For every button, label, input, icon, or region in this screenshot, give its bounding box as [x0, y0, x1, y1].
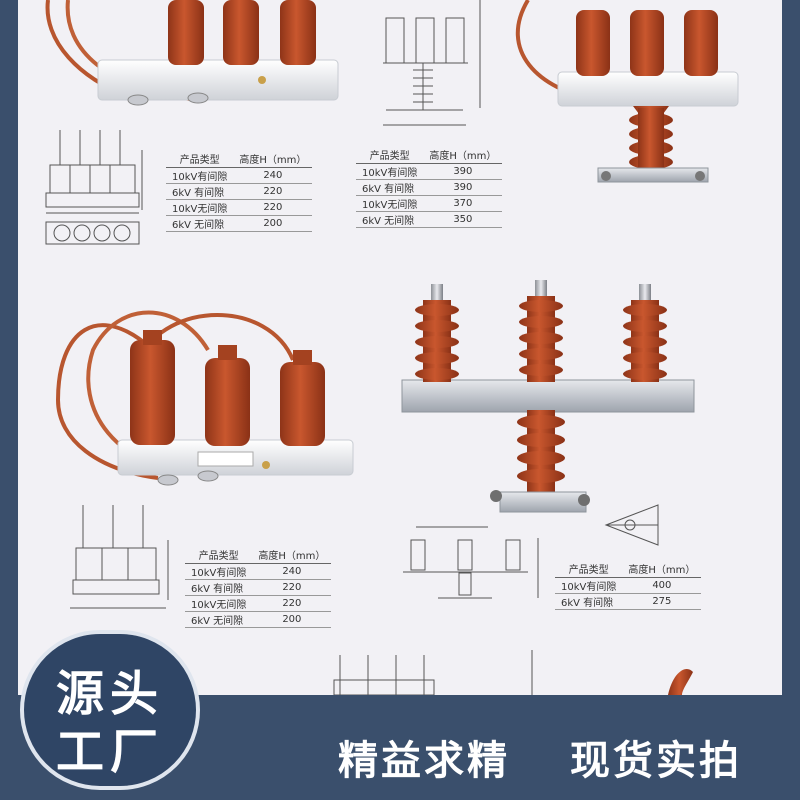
height-cell: 200 [252, 611, 332, 628]
height-cell: 220 [233, 183, 313, 200]
product-type-cell: 10kV有间隙 [185, 563, 253, 580]
badge-line-1: 源头 [55, 666, 164, 722]
height-cell: 240 [252, 563, 332, 580]
product-type-cell: 6kV 有间隙 [356, 179, 424, 196]
height-cell: 275 [622, 593, 702, 610]
top-center-technical-drawing [383, 0, 481, 126]
product-type-cell: 6kV 无间隙 [166, 215, 234, 232]
height-cell: 200 [233, 215, 313, 232]
product-type-cell: 6kV 有间隙 [185, 579, 253, 596]
product-type-cell: 10kV无间隙 [185, 595, 253, 612]
table-header: 高度H（mm） [252, 546, 332, 564]
product-type-cell: 10kV有间隙 [555, 577, 623, 594]
height-cell: 240 [233, 167, 313, 184]
product-type-cell: 10kV无间隙 [166, 199, 234, 216]
height-cell: 390 [423, 179, 503, 196]
lower-right-technical-drawing [403, 504, 659, 599]
height-cell: 390 [423, 163, 503, 180]
height-cell: 220 [252, 595, 332, 612]
middle-left-arrester-photo [55, 310, 354, 486]
bottom-technical-drawing [333, 650, 533, 695]
product-type-cell: 6kV 有间隙 [555, 593, 623, 610]
lower-left-technical-drawing [70, 505, 169, 609]
center-insulator [519, 280, 563, 382]
product-type-cell: 10kV有间隙 [166, 167, 234, 184]
table-header: 高度H（mm） [622, 560, 702, 578]
bottom-partial-arrester [668, 668, 693, 695]
top-left-arrester-photo [45, 0, 339, 106]
left-insulator [415, 284, 459, 382]
slogan-right: 现货实拍 [570, 738, 742, 784]
right-insulator [623, 284, 667, 382]
table-header: 产品类型 [356, 146, 424, 164]
top-left-technical-drawing [45, 130, 143, 245]
product-type-cell: 6kV 有间隙 [166, 183, 234, 200]
product-type-cell: 10kV无间隙 [356, 195, 424, 212]
lower-insulator [517, 410, 565, 494]
arrester-illustrations [45, 0, 739, 695]
height-cell: 220 [233, 199, 313, 216]
middle-right-arrester-photo [401, 280, 695, 513]
table-header: 产品类型 [166, 150, 234, 168]
slogan-left: 精益求精 [338, 738, 510, 784]
height-cell: 370 [423, 195, 503, 212]
height-cell: 400 [622, 577, 702, 594]
table-header: 产品类型 [185, 546, 253, 564]
table-header: 产品类型 [555, 560, 623, 578]
height-cell: 220 [252, 579, 332, 596]
product-type-cell: 10kV有间隙 [356, 163, 424, 180]
source-factory-badge: 源头 工厂 [20, 630, 200, 790]
table-header: 高度H（mm） [233, 150, 313, 168]
product-type-cell: 6kV 无间隙 [356, 211, 424, 228]
height-cell: 350 [423, 211, 503, 228]
product-type-cell: 6kV 无间隙 [185, 611, 253, 628]
top-right-arrester-photo [515, 0, 739, 183]
table-header: 高度H（mm） [423, 146, 503, 164]
badge-line-2: 工厂 [55, 724, 164, 780]
